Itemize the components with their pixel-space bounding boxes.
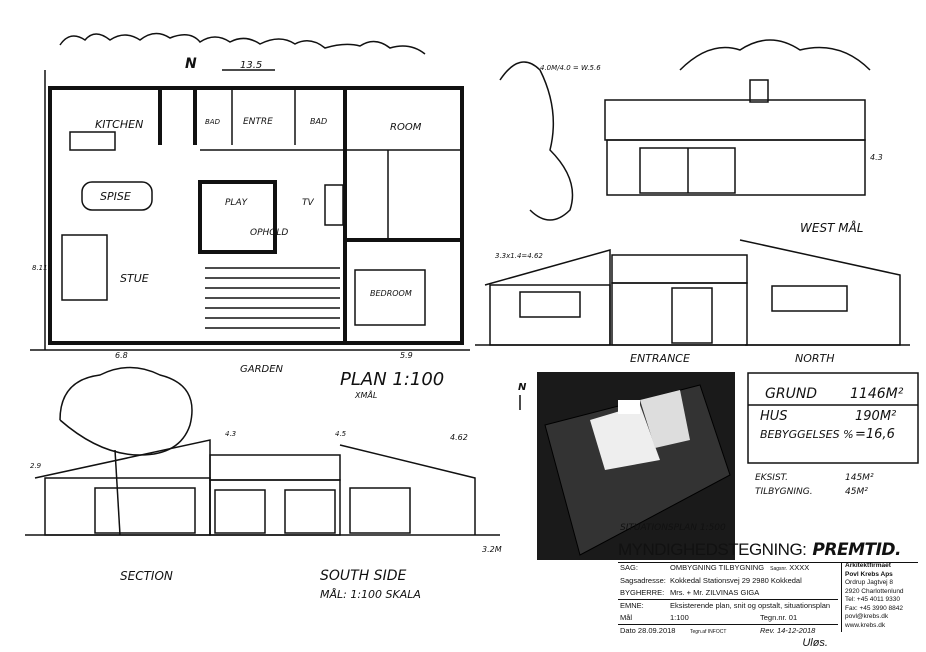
area-box <box>747 372 919 464</box>
maal-label: Mål <box>620 613 633 622</box>
plan-dim-bottom-right: 5.9 <box>400 351 413 360</box>
section-label: SECTION <box>120 569 173 583</box>
adresse-label: Sagsadresse: <box>620 576 666 585</box>
south-dim-top2: 4.5 <box>335 430 347 438</box>
south-dim-top1: 4.3 <box>225 430 236 438</box>
hus-label: HUS <box>760 409 788 424</box>
plan-title: PLAN 1:100 <box>340 369 444 390</box>
room-room: ROOM <box>390 122 422 133</box>
bebyggelse-label: BEBYGGELSES % <box>760 428 854 441</box>
room-play: PLAY <box>225 198 249 208</box>
firm-name1: Arkitektfirmaet <box>845 562 891 569</box>
title-block: MYNDIGHEDSTEGNING: PREMTID. SAG: OMBYGNING… <box>618 540 918 649</box>
dato: Dato 28.09.2018 <box>620 626 676 635</box>
stair-hatching <box>205 267 340 329</box>
plan-dim-bottom-left: 6.8 <box>115 351 128 360</box>
bygherre-label: BYGHERRE: <box>620 588 665 597</box>
bebyggelse-value: =16,6 <box>855 427 895 442</box>
room-tv: TV <box>302 198 314 208</box>
tilbygning-label: TILBYGNING. <box>755 487 813 497</box>
sag-label: SAG: <box>620 563 638 572</box>
firm-email: povl@krebs.dk <box>845 613 889 620</box>
plan-subtitle: XMÅL <box>354 389 377 400</box>
room-spise: SPISE <box>100 190 131 203</box>
west-elevation <box>499 39 871 221</box>
floor-plan <box>30 69 470 351</box>
sagnr-value: XXXX <box>789 563 810 572</box>
north-elev-north: NORTH <box>795 352 835 365</box>
tegnnr: Tegn.nr. 01 <box>760 613 798 622</box>
south-dim-bottom-right: 3.2M <box>482 545 502 554</box>
bygherre-value: Mrs. + Mr. ZILVINAS GIGA <box>670 588 760 597</box>
tree-sketch <box>59 366 193 456</box>
plan-north-label: N <box>185 56 197 72</box>
room-ophold: OPHOLD <box>250 228 288 238</box>
south-side-label: SOUTH SIDE <box>320 568 406 584</box>
grund-label: GRUND <box>765 386 817 402</box>
status: PREMTID. <box>812 540 901 560</box>
firm-street: Ordrup Jagtvej 8 <box>845 579 894 586</box>
plan-dim-top: 13.5 <box>240 60 262 71</box>
heading: MYNDIGHEDSTEGNING: <box>618 540 807 559</box>
firm-city: 2920 Charlottenlund <box>845 587 904 595</box>
signature: Uløs. <box>802 637 828 649</box>
firm-info: Arkitektfirmaet Povl Krebs Aps Ordrup Ja… <box>841 562 922 632</box>
firm-tel: Tel: +45 4011 9330 <box>845 596 900 603</box>
tilbygning-value: 45M² <box>845 487 868 497</box>
south-dim-right: 4.62 <box>450 433 468 442</box>
sag-value: OMBYGNING TILBYGNING <box>670 563 765 572</box>
room-stue: STUE <box>120 272 149 285</box>
west-label: WEST MÅL <box>800 220 863 235</box>
south-dim-left: 2.9 <box>30 462 42 470</box>
room-entre: ENTRE <box>243 117 273 127</box>
emne-label: EMNE: <box>620 601 644 610</box>
hus-value: 190M² <box>855 409 896 424</box>
title-block-heading: MYNDIGHEDSTEGNING: PREMTID. <box>618 540 918 563</box>
firm-fax: Fax: +45 3990 8842 <box>845 604 904 612</box>
firm-name2: Povl Krebs Aps <box>845 570 893 578</box>
north-elevation <box>475 239 910 346</box>
room-bad: BAD <box>205 118 221 126</box>
plan-garden-label: GARDEN <box>240 364 284 375</box>
rev: Rev. 14-12-2018 <box>760 626 816 635</box>
south-side-sub: MÅL: 1:100 SKALA <box>320 588 421 601</box>
south-elevation <box>25 366 500 536</box>
site-plan <box>537 372 735 560</box>
adresse-value: Kokkedal Stationsvej 29 2980 Kokkedal <box>670 576 802 585</box>
west-note: 4.0M/4.0 = W.5.6 <box>540 64 601 72</box>
firm-web: www.krebs.dk <box>845 621 886 629</box>
room-kitchen: KITCHEN <box>95 118 143 131</box>
tree-outline-top <box>59 32 426 55</box>
sagnr-label: Sagsnr. <box>770 566 788 572</box>
emne-value: Eksisterende plan, snit og opstalt, situ… <box>670 601 831 610</box>
eksist-label: EKSIST. <box>755 473 788 483</box>
room-bedroom: BEDROOM <box>370 289 412 298</box>
maal-value: 1:100 <box>670 613 689 622</box>
north-elev-dims: 3.3x1.4=4.62 <box>495 252 543 260</box>
west-dim: 4.3 <box>870 153 883 162</box>
eksist-value: 145M² <box>845 473 874 483</box>
site-plan-label: SITUATIONSPLAN 1:500 <box>620 523 726 533</box>
site-north-label: N <box>518 382 527 393</box>
tegn-af: Tegn.af INFOCT <box>690 629 727 635</box>
room-bad-2: BAD <box>310 117 327 126</box>
plan-dim-left: 8.11 <box>32 264 48 272</box>
grund-value: 1146M² <box>850 386 904 402</box>
north-elev-entrance: ENTRANCE <box>630 352 690 365</box>
